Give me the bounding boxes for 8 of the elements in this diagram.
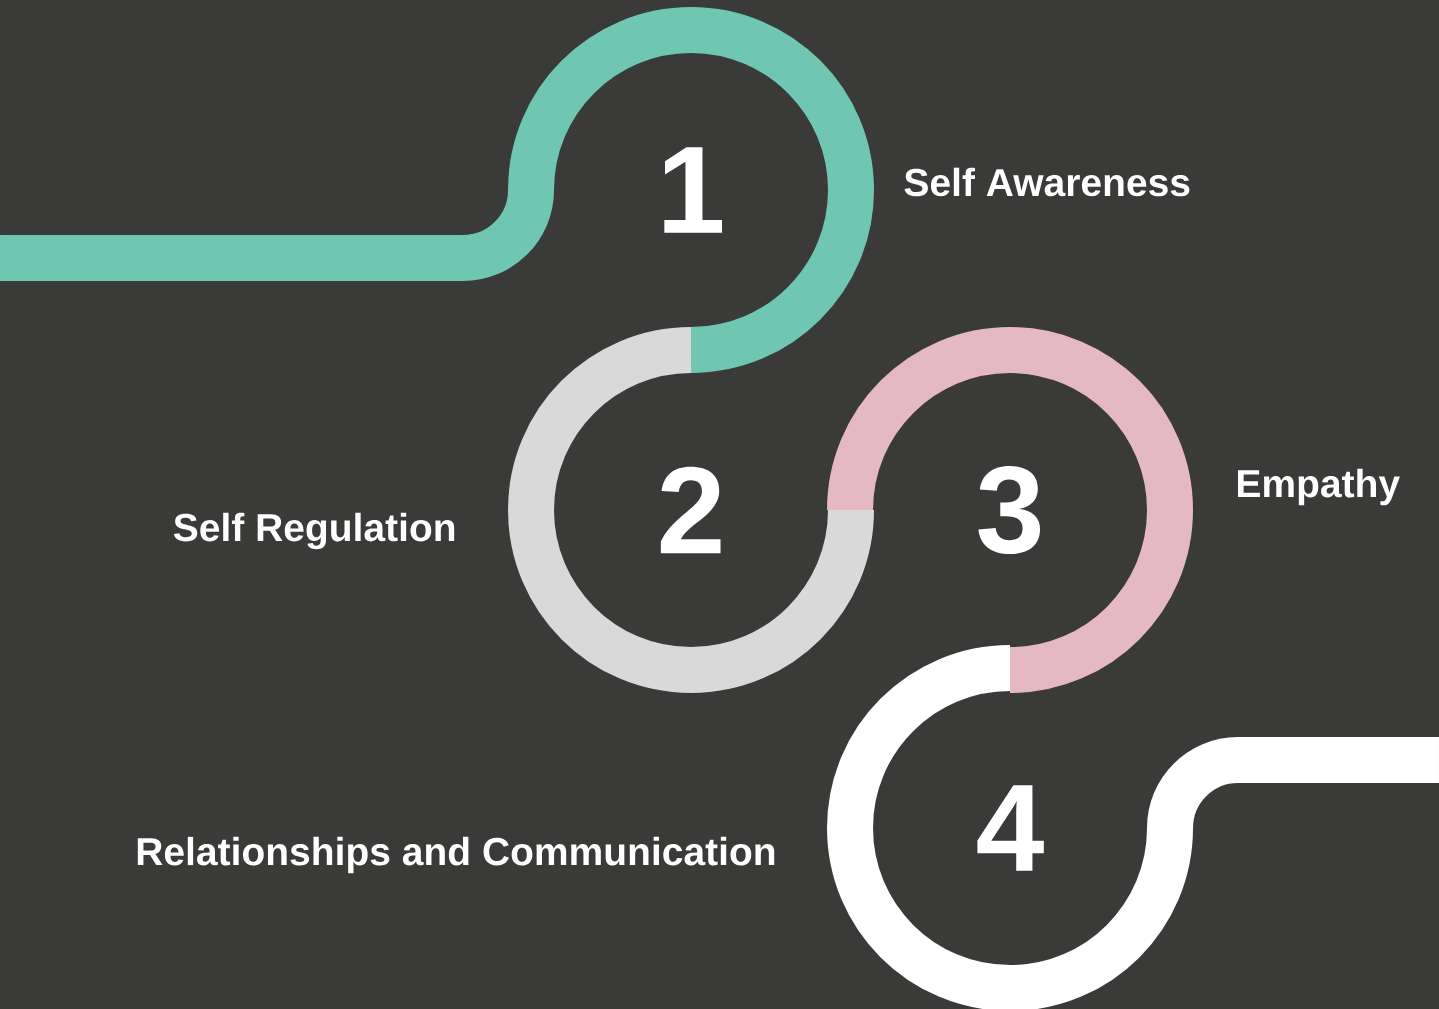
step-label: Relationships and Communication (137, 836, 775, 874)
step-label: Empathy (1238, 468, 1400, 506)
step-number: 1 (664, 147, 722, 233)
step-number: 2 (660, 466, 721, 554)
step-number: 3 (978, 466, 1040, 554)
step-label: Self Awareness (904, 167, 1190, 197)
step-label: Self Regulation (173, 512, 455, 550)
step-number: 4 (977, 785, 1044, 871)
